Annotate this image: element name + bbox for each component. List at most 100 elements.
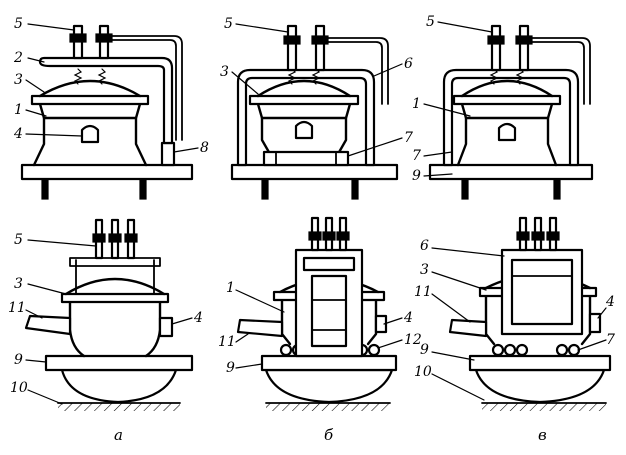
portal-frame — [236, 68, 376, 167]
labels-bottom-v: 6 3 11 4 9 7 10 — [414, 238, 615, 380]
pour-spout — [24, 314, 72, 336]
lid-dome — [38, 79, 142, 98]
label-4: 4 — [403, 310, 413, 326]
label-2: 2 — [13, 50, 23, 66]
leg — [553, 178, 561, 200]
rocker-cradle — [264, 368, 394, 404]
labels-top-b: 5 3 6 7 — [220, 16, 413, 146]
electrode — [286, 24, 298, 72]
tilting-platform — [468, 354, 612, 372]
bottom-panel-a — [24, 218, 194, 411]
label-6: 6 — [420, 238, 429, 254]
label-5: 5 — [14, 16, 23, 32]
roller — [491, 343, 505, 357]
electrode-holder — [95, 33, 113, 43]
tilting-platform — [260, 354, 398, 372]
electrode-holder — [336, 231, 350, 241]
furnace-lid — [452, 94, 562, 106]
label-4: 4 — [13, 126, 23, 142]
leg — [41, 178, 49, 200]
roller — [279, 343, 293, 357]
furnace-body — [32, 102, 148, 167]
roller — [515, 343, 529, 357]
furnace-lid — [60, 292, 170, 304]
labels-bottom-b: 1 4 11 12 9 — [218, 280, 422, 376]
base-plate — [428, 163, 594, 181]
portal-crossbeam — [302, 256, 356, 272]
electrode-holder — [283, 35, 301, 45]
label-11: 11 — [218, 334, 236, 350]
label-1: 1 — [14, 102, 23, 118]
label-7: 7 — [412, 148, 421, 164]
electrode-holder — [546, 231, 560, 241]
label-8: 8 — [200, 140, 209, 156]
labels-top-v: 5 1 7 9 — [412, 14, 435, 184]
label-3: 3 — [14, 72, 23, 88]
power-cable — [111, 35, 183, 141]
electrode-holder — [311, 35, 329, 45]
label-3: 3 — [220, 64, 229, 80]
lid-dome — [64, 277, 166, 296]
electrode-holder — [515, 35, 533, 45]
top-panel-v — [423, 21, 594, 200]
bottom-panel-v — [431, 216, 612, 411]
furnace-body — [456, 102, 558, 167]
spring — [73, 68, 83, 85]
electrode — [490, 24, 502, 72]
spring — [287, 68, 297, 85]
power-cable — [327, 37, 389, 105]
lid-dome — [256, 79, 352, 98]
pour-spout — [236, 318, 284, 338]
label-11: 11 — [8, 300, 26, 316]
electrode — [518, 24, 530, 72]
label-7: 7 — [606, 332, 615, 348]
label-5: 5 — [14, 232, 23, 248]
spring — [515, 68, 525, 85]
electrode-holder — [124, 233, 138, 243]
label-11: 11 — [414, 284, 432, 300]
leg — [139, 178, 147, 200]
top-panel-b — [230, 23, 403, 200]
roller — [555, 343, 569, 357]
portal-inner — [510, 258, 574, 326]
lid-dome — [460, 79, 554, 98]
electrode-holder — [531, 231, 545, 241]
panel-caption-v: в — [538, 426, 547, 444]
pour-spout — [448, 318, 488, 338]
furnace-door — [80, 124, 100, 144]
spring — [311, 68, 321, 85]
working-door — [588, 312, 602, 334]
leg — [261, 178, 269, 200]
label-4: 4 — [193, 310, 203, 326]
labels-top-a: 5 2 3 1 4 8 — [13, 16, 209, 156]
roller — [367, 343, 381, 357]
spring — [489, 68, 499, 85]
label-3: 3 — [420, 262, 429, 278]
furnace-door — [294, 120, 314, 140]
top-panel-a — [20, 23, 199, 200]
bottom-panel-b — [235, 216, 403, 411]
label-9: 9 — [14, 352, 23, 368]
roller — [503, 343, 517, 357]
label-12: 12 — [404, 332, 422, 348]
label-1: 1 — [226, 280, 235, 296]
electrode-holder — [516, 231, 530, 241]
electrode-holder — [69, 33, 87, 43]
label-3: 3 — [14, 276, 23, 292]
portal-frame — [442, 68, 580, 167]
electrode-holder — [92, 233, 106, 243]
labels-bottom-a: 5 3 11 4 9 10 — [8, 232, 203, 396]
label-9: 9 — [420, 342, 429, 358]
label-7: 7 — [404, 130, 413, 146]
spring — [97, 68, 107, 85]
panel-caption-b: б — [324, 426, 334, 444]
panel-caption-a: а — [114, 426, 123, 444]
working-door — [158, 316, 174, 338]
rocker-cradle — [60, 368, 178, 404]
furnace-door — [497, 122, 517, 142]
furnace-lid — [248, 94, 360, 106]
tilting-platform — [44, 354, 194, 372]
label-9: 9 — [412, 168, 421, 184]
furnace-lid — [30, 94, 150, 106]
